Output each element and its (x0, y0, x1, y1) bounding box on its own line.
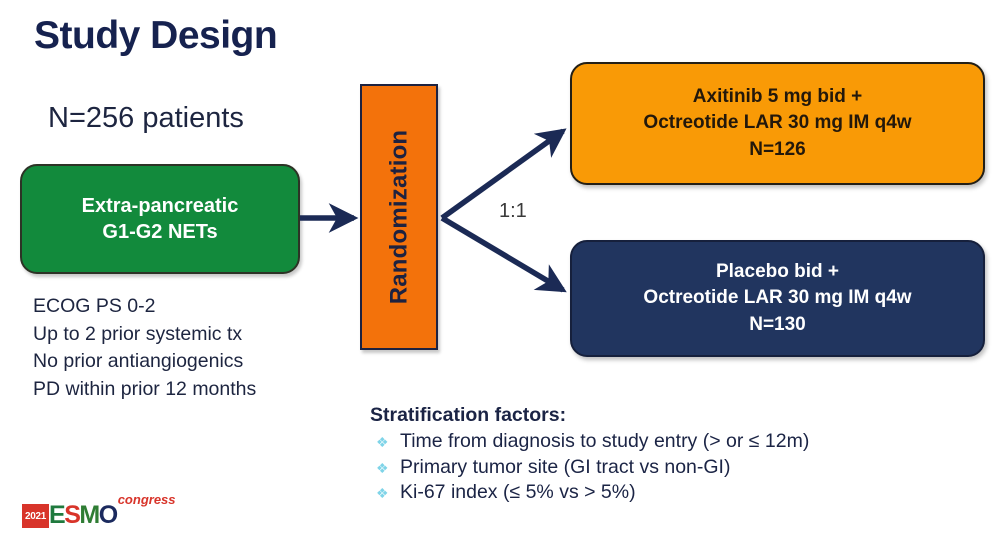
diamond-bullet-icon: ❖ (376, 459, 389, 476)
total-enrollment-label: N=256 patients (48, 102, 244, 134)
population-line-2: G1-G2 NETs (102, 221, 218, 243)
eligibility-item-0: ECOG PS 0-2 (33, 295, 156, 317)
axitinib-arm-line-0: Axitinib 5 mg bid + (692, 86, 863, 108)
eligibility-item-3: PD within prior 12 months (33, 378, 257, 401)
placebo-arm-line-1: Octreotide LAR 30 mg IM q4w (643, 287, 912, 309)
diamond-bullet-icon: ❖ (376, 485, 389, 502)
logo-letter-m: M (79, 500, 100, 529)
logo-year: 2021 (22, 504, 50, 528)
population-box: Extra-pancreatic G1-G2 NETs (20, 164, 300, 274)
diamond-bullet-icon: ❖ (376, 434, 389, 450)
population-line-1: Extra-pancreatic (81, 194, 239, 217)
eligibility-criteria-list: ECOG PS 0-2 Up to 2 prior systemic tx No… (33, 293, 256, 404)
logo-letter-o: O (98, 500, 118, 529)
page-title: Study Design (34, 14, 278, 57)
stratification-item-0: ❖ Time from diagnosis to study entry (> … (370, 429, 809, 455)
stratification-item-1-text: Primary tumor site (GI tract vs non-GI) (400, 455, 731, 478)
logo-wordmark: E S M O (49, 500, 118, 529)
axitinib-arm-box: Axitinib 5 mg bid + Octreotide LAR 30 mg… (570, 62, 985, 185)
stratification-item-2-text: Ki-67 index (≤ 5% vs > 5%) (400, 481, 636, 504)
axitinib-arm-line-2: N=126 (749, 138, 806, 160)
logo-letter-e: E (49, 500, 66, 529)
logo-letter-s: S (64, 500, 81, 529)
stratification-item-2: ❖ Ki-67 index (≤ 5% vs > 5%) (370, 480, 809, 506)
esmo-congress-logo: 2021 E S M O congress (22, 492, 176, 529)
placebo-arm-box: Placebo bid + Octreotide LAR 30 mg IM q4… (570, 240, 985, 357)
eligibility-item-1: Up to 2 prior systemic tx (33, 322, 243, 345)
stratification-factors-block: Stratification factors: ❖ Time from diag… (370, 404, 809, 506)
randomization-label: Randomization (385, 129, 413, 305)
axitinib-arm-line-1: Octreotide LAR 30 mg IM q4w (643, 112, 912, 134)
eligibility-item-2: No prior antiangiogenics (33, 350, 244, 373)
randomization-box: Randomization (360, 84, 438, 350)
randomization-ratio-label: 1:1 (499, 200, 527, 222)
placebo-arm-line-2: N=130 (749, 313, 806, 335)
stratification-item-1: ❖ Primary tumor site (GI tract vs non-GI… (370, 455, 809, 481)
arrow-randomization-to-placebo (440, 215, 567, 293)
stratification-title: Stratification factors: (370, 404, 567, 426)
placebo-arm-line-0: Placebo bid + (715, 261, 839, 283)
logo-congress-text: congress (117, 492, 176, 507)
stratification-item-0-text: Time from diagnosis to study entry (> or… (400, 430, 810, 452)
